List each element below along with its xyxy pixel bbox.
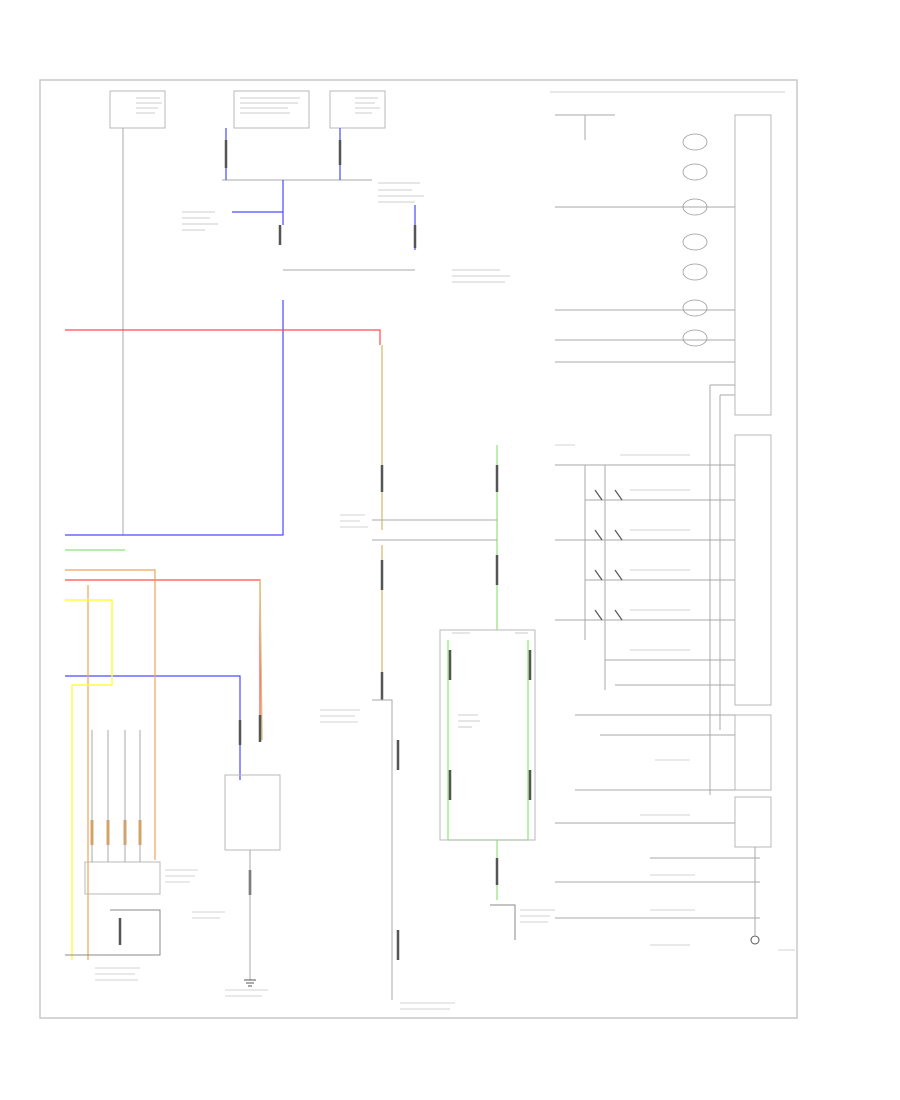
connector-segments (118, 140, 532, 960)
right-middle-switches (594, 489, 623, 621)
right-upper-wires (555, 114, 735, 795)
wire-blue (65, 128, 416, 780)
component-box-3 (329, 90, 386, 129)
control-module (439, 629, 536, 841)
right-lower-wires (555, 714, 760, 935)
switch-bracket (65, 909, 161, 956)
switch-pins (90, 820, 142, 845)
relay-box (224, 774, 281, 851)
switch-pin-wires (91, 730, 141, 862)
right-middle-wires (555, 464, 735, 690)
right-connector-middle (734, 434, 772, 706)
control-module-text (452, 632, 528, 728)
right-connector-upper (734, 114, 772, 416)
wire-tan (259, 345, 383, 741)
top-component-text (136, 97, 510, 283)
component-box-2 (233, 90, 310, 129)
wire-orange (65, 569, 156, 960)
component-box-1 (109, 90, 166, 129)
top-components (109, 90, 386, 129)
right-connector-lower (734, 714, 772, 791)
diagram-border (39, 79, 798, 1019)
right-bulbs-upper (682, 133, 708, 347)
right-module-small (734, 796, 772, 848)
wire-green (65, 445, 529, 900)
ground-symbol-left (244, 979, 256, 987)
illegible-labels (95, 444, 795, 1010)
wire-yellow (65, 599, 113, 960)
ground-symbol-right (750, 935, 760, 945)
switch-assembly (84, 861, 161, 895)
center-junction (372, 519, 497, 1000)
sensor-bracket (490, 904, 516, 940)
